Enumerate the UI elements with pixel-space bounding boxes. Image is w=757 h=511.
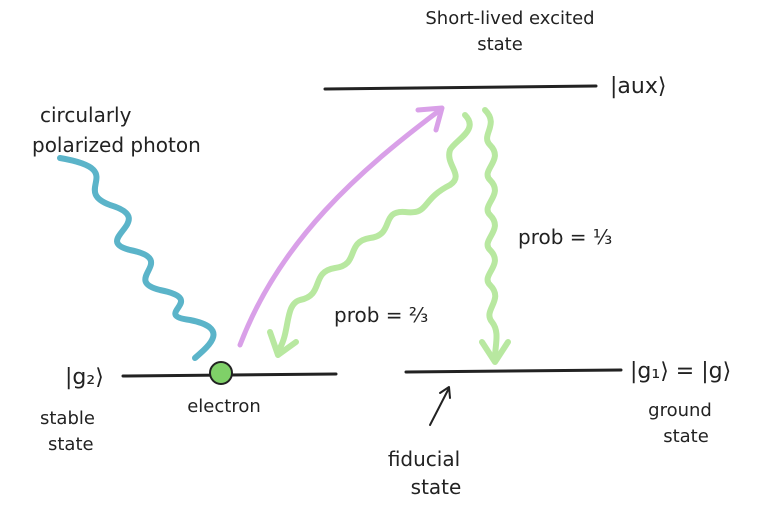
aux-level-line: [323, 84, 598, 91]
excited-state-label-line1: Short-lived excited: [425, 8, 594, 29]
photon-label-line2: polarized photon: [32, 133, 201, 157]
decay-to-g2-arrowhead: [267, 329, 299, 358]
fiducial-pointer-arrowhead: [439, 386, 451, 399]
prob-one-third-label: prob = ¹⁄₃: [518, 225, 612, 249]
aux-ket-label: |aux⟩: [610, 74, 666, 99]
ground-state-label-line2: state: [663, 426, 709, 447]
excited-state-label-line2: state: [477, 34, 523, 55]
stable-state-label-line2: state: [48, 434, 94, 455]
fiducial-pointer-arrow: [429, 389, 449, 426]
electron-dot: [209, 361, 233, 385]
g1-ket-label: |g₁⟩ = |g⟩: [630, 359, 731, 384]
stable-state-label-line1: stable: [40, 408, 95, 429]
prob-two-thirds-label: prob = ²⁄₃: [334, 303, 428, 327]
decay-to-g1-arrowhead: [479, 339, 511, 365]
electron-label: electron: [187, 396, 261, 417]
ground-state-label-line1: ground: [648, 400, 712, 421]
fiducial-state-label-line1: fiducial: [388, 447, 460, 471]
photon-label-line1: circularly: [40, 103, 132, 127]
excitation-arrow: [237, 107, 443, 348]
g2-ket-label: |g₂⟩: [65, 365, 104, 390]
decay-to-g2-wave: [277, 112, 473, 351]
g1-level-line: [404, 368, 623, 374]
photon-wave: [57, 155, 217, 361]
excitation-arrowhead: [415, 105, 445, 133]
fiducial-state-label-line2: state: [411, 475, 462, 499]
decay-to-g1-wave: [482, 107, 500, 361]
